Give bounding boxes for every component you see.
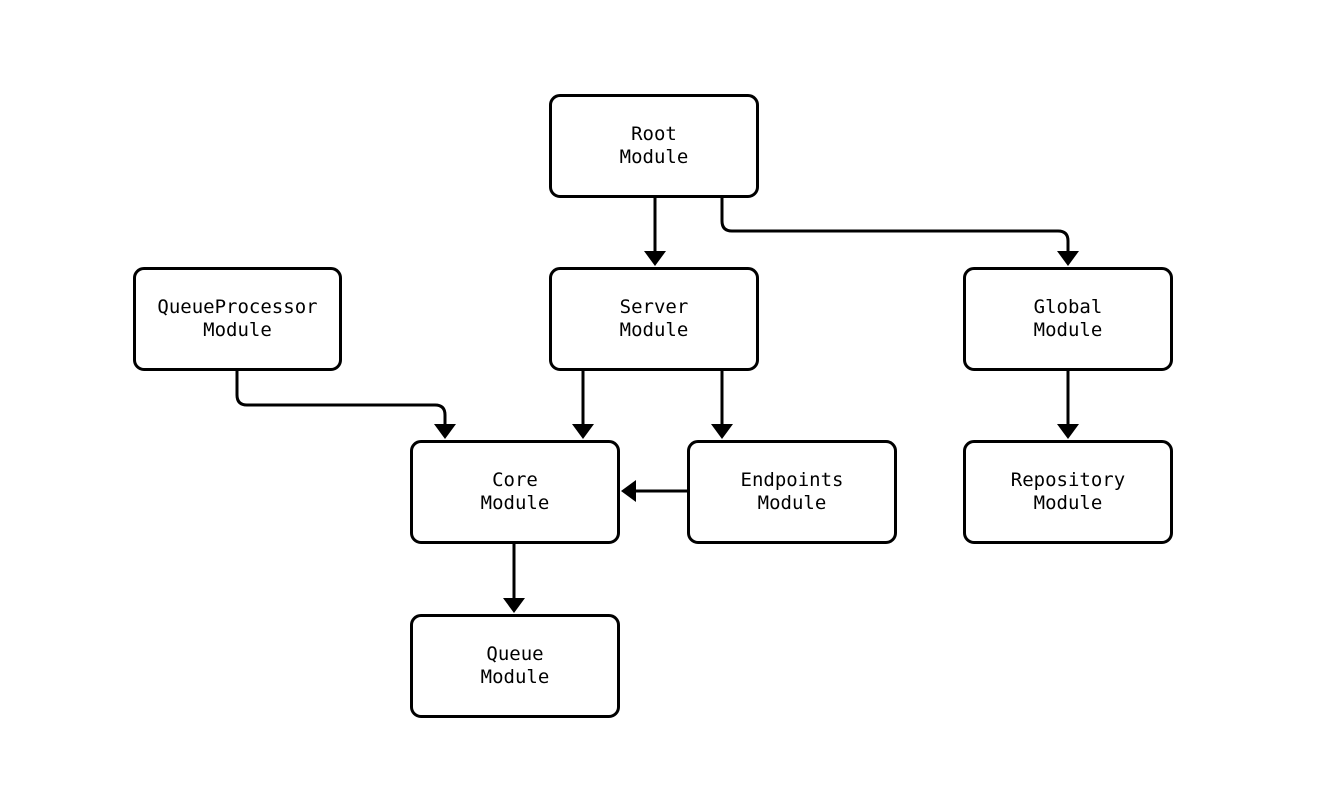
edge-root-to-server: [644, 198, 666, 266]
edge-root-to-global: [720, 198, 1079, 266]
node-label-secondary: Module: [757, 492, 827, 514]
edge-global-to-repository: [1057, 371, 1079, 439]
arrowhead-icon: [644, 251, 666, 266]
edge-endpoints-to-core: [621, 480, 687, 502]
node-label-primary: QueueProcessor: [157, 296, 318, 318]
arrowhead-icon: [711, 424, 733, 439]
node-label-secondary: Module: [619, 146, 689, 168]
arrowhead-icon: [621, 480, 636, 502]
arrowhead-icon: [434, 424, 456, 439]
node-label-secondary: Module: [480, 492, 550, 514]
arrowhead-icon: [503, 598, 525, 613]
node-label-secondary: Module: [203, 319, 272, 341]
node-label-primary: Queue: [486, 643, 544, 665]
node-label-primary: Server: [619, 296, 689, 318]
node-label-secondary: Module: [480, 666, 550, 688]
node-label-primary: Global: [1033, 296, 1103, 318]
edge-queueprocessor-to-core: [235, 371, 456, 439]
node-label-primary: Endpoints: [740, 469, 844, 491]
arrowhead-icon: [572, 424, 594, 439]
edge-core-to-queue: [503, 544, 525, 613]
node-label-secondary: Module: [619, 319, 689, 341]
edge-server-to-endpoints: [711, 371, 733, 439]
node-label-secondary: Module: [1033, 319, 1103, 341]
edge-line: [235, 371, 447, 429]
node-label-primary: Root: [631, 123, 677, 145]
edge-line: [720, 198, 1070, 256]
node-label-secondary: Module: [1033, 492, 1103, 514]
edge-server-to-core: [572, 371, 594, 439]
node-label-primary: Repository: [1010, 469, 1126, 491]
arrowhead-icon: [1057, 251, 1079, 266]
node-label-primary: Core: [492, 469, 538, 491]
arrowhead-icon: [1057, 424, 1079, 439]
